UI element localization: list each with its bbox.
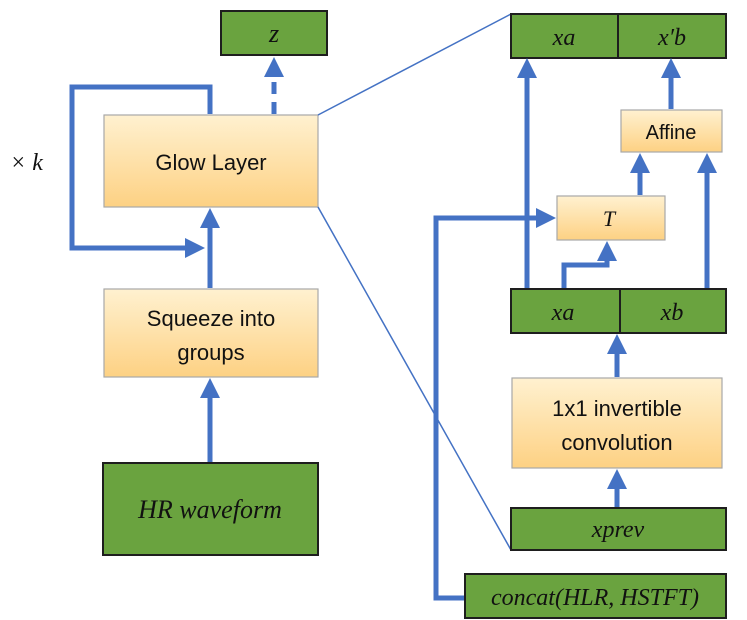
- output-row-box: xa x′b: [510, 13, 727, 59]
- z-label: z: [268, 19, 279, 48]
- x-prev-label: xprev: [591, 517, 645, 543]
- repeat-k-label: × k: [10, 150, 43, 176]
- concat-to-t-arrow: [433, 208, 556, 601]
- xa-split-label: xa: [551, 300, 575, 326]
- invertible-conv-box: 1x1 invertible convolution: [511, 377, 723, 469]
- squeeze-label-line1: Squeeze into: [147, 306, 275, 331]
- split-row-box: xa xb: [510, 288, 727, 334]
- squeeze-box: Squeeze into groups: [103, 288, 319, 378]
- z-output-box: z: [220, 10, 328, 56]
- zoom-line-top: [317, 13, 512, 116]
- x-prev-box: xprev: [510, 507, 727, 551]
- concat-label: concat(HLR, HSTFT): [491, 585, 699, 611]
- squeeze-label-line2: groups: [177, 340, 244, 365]
- conv-label-line1: 1x1 invertible: [552, 396, 682, 421]
- affine-box: Affine: [620, 109, 723, 153]
- glow-layer-box: Glow Layer: [103, 114, 319, 208]
- t-label: T: [603, 206, 617, 231]
- repeat-loop-arrow: [69, 84, 213, 258]
- glow-layer-label: Glow Layer: [155, 150, 266, 175]
- t-box: T: [556, 195, 666, 241]
- zoom-line-bottom: [317, 206, 512, 551]
- conv-label-line2: convolution: [561, 430, 672, 455]
- xb-prime-output-label: x′b: [657, 25, 686, 51]
- xa-to-t-arrow: [561, 241, 617, 288]
- hr-waveform-label: HR waveform: [137, 495, 282, 524]
- affine-label: Affine: [646, 122, 697, 144]
- concat-box: concat(HLR, HSTFT): [464, 573, 727, 619]
- hr-waveform-box: HR waveform: [102, 462, 319, 556]
- xb-split-label: xb: [660, 300, 684, 326]
- xa-output-label: xa: [552, 25, 576, 51]
